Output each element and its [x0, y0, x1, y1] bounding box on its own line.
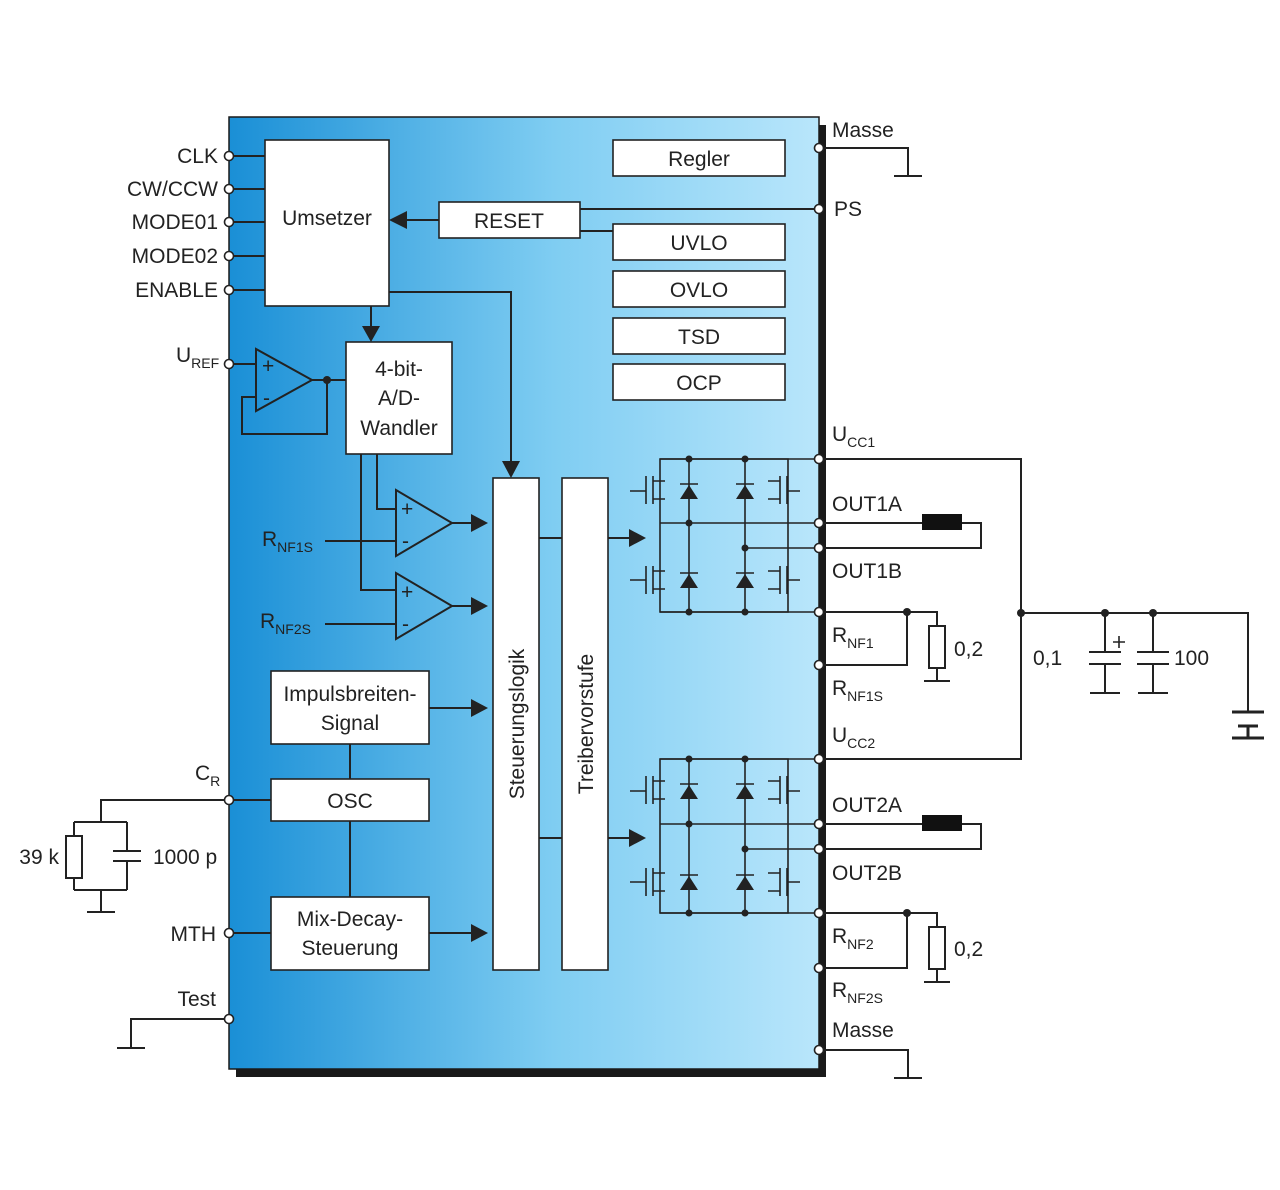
pin-label-rnf1s: RNF1S — [832, 677, 883, 704]
svg-text:+: + — [262, 355, 274, 378]
external-right-circuit — [824, 147, 1264, 1079]
svg-text:RESET: RESET — [474, 210, 544, 233]
label-cap-01: 0,1 — [1033, 647, 1062, 670]
svg-text:OSC: OSC — [327, 790, 373, 813]
pin-label-uref: UREF — [176, 344, 219, 371]
regler-block: Regler — [612, 139, 786, 177]
svg-text:Steuerungslogik: Steuerungslogik — [506, 648, 529, 799]
svg-text:A/D-: A/D- — [378, 387, 420, 410]
internal-sense-labels: RNF1S RNF2S — [260, 528, 313, 637]
adc-block: 4-bit- A/D- Wandler — [345, 341, 453, 455]
svg-text:UVLO: UVLO — [670, 232, 727, 255]
pin-label-out2b: OUT2B — [832, 862, 902, 885]
svg-text:Treibervorstufe: Treibervorstufe — [575, 654, 598, 794]
tsd-block: TSD — [612, 317, 786, 355]
svg-text:4-bit-: 4-bit- — [375, 358, 423, 381]
pin-label-enable: ENABLE — [135, 279, 218, 302]
pin-label-test: Test — [177, 988, 216, 1011]
pwm-block: Impulsbreiten- Signal — [270, 670, 430, 745]
svg-text:Impulsbreiten-: Impulsbreiten- — [283, 683, 416, 706]
pin-label-rnf1: RNF1 — [832, 624, 874, 651]
label-res-sense1: 0,2 — [954, 638, 983, 661]
pin-label-out1a: OUT1A — [832, 493, 902, 516]
external-left-labels: 39 k 1000 p — [19, 846, 217, 869]
pin-label-rnf2: RNF2 — [832, 925, 874, 952]
svg-text:Regler: Regler — [668, 148, 730, 171]
pin-label-mode01: MODE01 — [132, 211, 218, 234]
svg-text:Wandler: Wandler — [360, 417, 437, 440]
pin-label-rnf2s: RNF2S — [832, 979, 883, 1006]
svg-text:Signal: Signal — [321, 712, 379, 735]
steuerungslogik-block: Steuerungslogik — [492, 477, 540, 971]
svg-text:TSD: TSD — [678, 326, 720, 349]
h-bridge-2 — [630, 755, 815, 917]
internal-wires — [234, 208, 815, 942]
pin-label-cwccw: CW/CCW — [127, 178, 218, 201]
pin-label-cr: CR — [195, 762, 220, 789]
mix-decay-block: Mix-Decay- Steuerung — [270, 896, 430, 971]
svg-text:Mix-Decay-: Mix-Decay- — [297, 908, 403, 931]
svg-text:OVLO: OVLO — [670, 279, 728, 302]
h-bridge-1 — [630, 455, 815, 616]
reset-block: RESET — [438, 201, 581, 239]
label-res-sense2: 0,2 — [954, 938, 983, 961]
svg-text:-: - — [263, 387, 270, 410]
pin-label-mth: MTH — [171, 923, 217, 946]
label-cap-1000p: 1000 p — [153, 846, 217, 869]
pin-label-ucc1: UCC1 — [832, 423, 875, 450]
svg-text:+: + — [401, 581, 413, 604]
svg-text:-: - — [402, 530, 409, 553]
external-left-circuit — [65, 799, 224, 1049]
label-res-39k: 39 k — [19, 846, 59, 869]
svg-text:Steuerung: Steuerung — [302, 937, 399, 960]
svg-text:OCP: OCP — [676, 372, 722, 395]
left-pins: CLK CW/CCW MODE01 MODE02 ENABLE UREF CR … — [127, 145, 235, 1025]
pin-label-clk: CLK — [177, 145, 218, 168]
uvlo-block: UVLO — [612, 223, 786, 261]
label-cap-100: 100 — [1174, 647, 1209, 670]
pin-label-mode02: MODE02 — [132, 245, 218, 268]
pin-label-out2a: OUT2A — [832, 794, 902, 817]
ocp-block: OCP — [612, 363, 786, 401]
label-rnf1s-internal: RNF1S — [262, 528, 313, 555]
label-rnf2s-internal: RNF2S — [260, 610, 311, 637]
umsetzer-block: Umsetzer — [264, 139, 390, 307]
pin-label-out1b: OUT1B — [832, 560, 902, 583]
opamp-signs: + - + - + - — [262, 355, 413, 636]
external-right-labels: 0,2 0,2 0,1 100 — [954, 638, 1209, 961]
input-wires — [234, 155, 265, 291]
treibervorstufe-block: Treibervorstufe — [561, 477, 609, 971]
osc-block: OSC — [270, 778, 430, 822]
right-pins: Masse PS UCC1 OUT1A OUT1B RNF1 RNF1S UCC… — [813, 119, 902, 1056]
svg-text:+: + — [401, 498, 413, 521]
pin-label-masse-bottom: Masse — [832, 1019, 894, 1042]
pin-label-ucc2: UCC2 — [832, 724, 875, 751]
pin-label-ps: PS — [834, 198, 862, 221]
svg-text:Umsetzer: Umsetzer — [282, 207, 372, 230]
pin-label-masse-top: Masse — [832, 119, 894, 142]
svg-text:-: - — [402, 613, 409, 636]
ovlo-block: OVLO — [612, 270, 786, 308]
